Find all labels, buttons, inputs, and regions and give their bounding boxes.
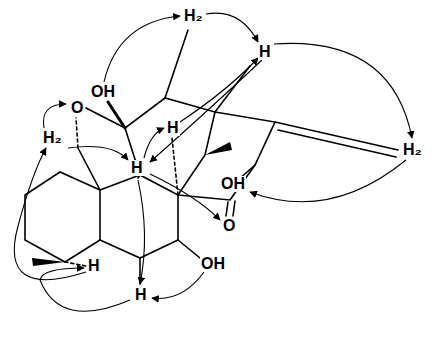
skeleton-bonds (25, 30, 398, 284)
atom-label: H₂ (42, 130, 63, 146)
atom-label: H (130, 160, 144, 176)
atom-label: H (258, 44, 272, 60)
atom-label: H (87, 258, 101, 274)
atom-label: O (222, 218, 236, 234)
correlation-arrows (14, 13, 412, 311)
atom-label: OH (220, 176, 246, 192)
atom-label: H₂ (183, 8, 204, 24)
atom-label: O (70, 100, 84, 116)
atom-label: H₂ (402, 142, 423, 158)
atom-label: OH (90, 84, 116, 100)
atom-label: OH (200, 256, 226, 272)
atom-label: H (134, 287, 148, 303)
atom-label: H (166, 120, 180, 136)
